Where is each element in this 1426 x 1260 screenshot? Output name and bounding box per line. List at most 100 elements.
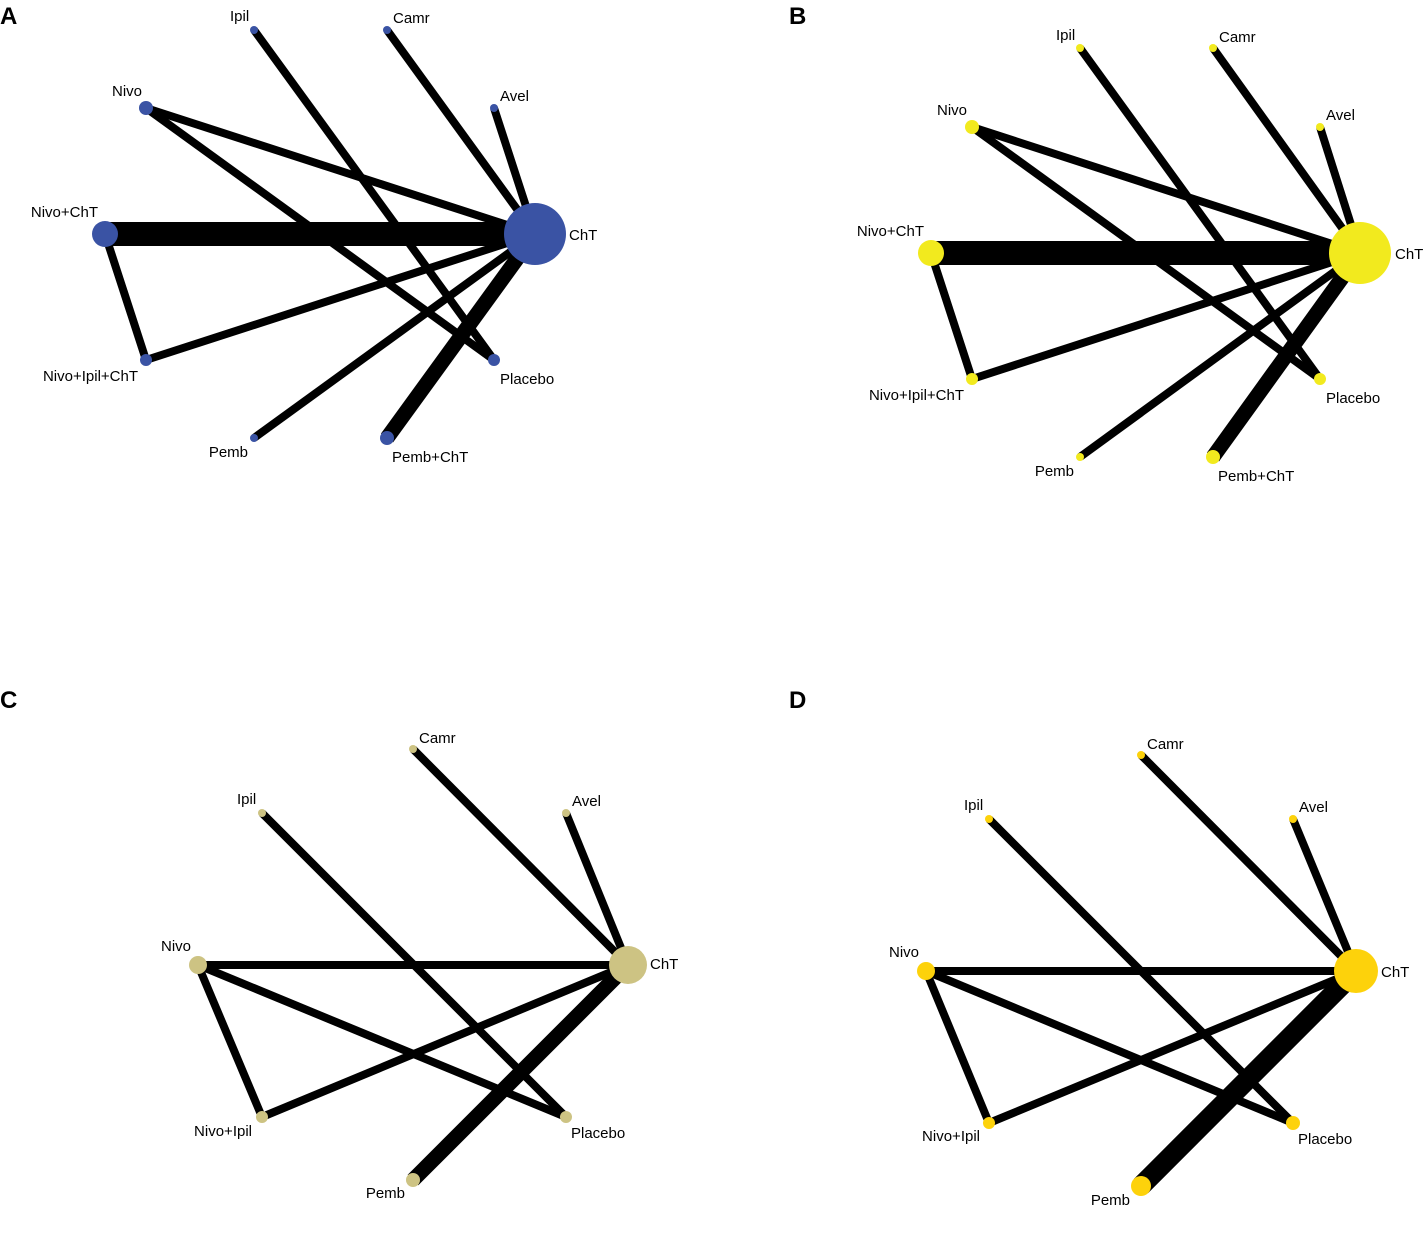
node-label-nivo: Nivo <box>161 938 191 955</box>
node-label-nivo: Nivo <box>112 83 142 100</box>
panel-letter: B <box>789 3 806 30</box>
node-ipil <box>258 809 266 817</box>
edge-nivoipil-to-cht <box>260 961 630 1121</box>
node-label-avel: Avel <box>500 88 529 105</box>
node-nivoipilcht <box>966 373 978 385</box>
node-pemb <box>406 1173 420 1187</box>
edge-camr-to-cht <box>410 746 631 968</box>
node-cht <box>1334 949 1378 993</box>
node-label-pemb: Pemb <box>1091 1192 1130 1209</box>
node-placebo <box>1314 373 1326 385</box>
node-label-placebo: Placebo <box>1326 390 1380 407</box>
node-label-ipil: Ipil <box>230 8 249 25</box>
edge-layer <box>101 27 542 443</box>
node-nivo <box>917 962 935 980</box>
node-label-cht: ChT <box>650 956 678 973</box>
node-nivo <box>189 956 207 974</box>
edge-pemb-to-cht <box>1077 249 1363 461</box>
node-nivocht <box>92 221 118 247</box>
node-label-nivo: Nivo <box>889 944 919 961</box>
node-pemb <box>250 434 258 442</box>
edge-camr-to-cht <box>1138 752 1359 974</box>
edge-camr-to-cht <box>1209 45 1364 256</box>
node-label-nivoipil: Nivo+Ipil <box>194 1123 252 1140</box>
node-nivoipil <box>256 1111 268 1123</box>
edge-pembcht-to-cht <box>1206 248 1367 462</box>
node-label-nivocht: Nivo+ChT <box>857 223 924 240</box>
node-pembcht <box>1206 450 1220 464</box>
node-label-nivocht: Nivo+ChT <box>31 204 98 221</box>
node-label-cht: ChT <box>1395 246 1423 263</box>
node-ipil <box>1076 44 1084 52</box>
edge-nivo-to-cht <box>970 123 1362 257</box>
node-camr <box>409 745 417 753</box>
node-label-pembcht: Pemb+ChT <box>392 449 468 466</box>
edge-layer <box>194 746 634 1186</box>
node-label-placebo: Placebo <box>500 371 554 388</box>
node-label-ipil: Ipil <box>1056 27 1075 44</box>
edge-nivoipil-to-cht <box>987 967 1358 1127</box>
node-label-avel: Avel <box>572 793 601 810</box>
edge-avel-to-cht <box>1289 817 1360 973</box>
panel-letter: D <box>789 687 806 714</box>
node-label-avel: Avel <box>1299 799 1328 816</box>
node-label-avel: Avel <box>1326 107 1355 124</box>
node-label-cht: ChT <box>1381 964 1409 981</box>
edge-nivoipilcht-to-cht <box>144 230 537 364</box>
edge-avel-to-cht <box>562 811 632 967</box>
node-label-pemb: Pemb <box>209 444 248 461</box>
edge-pemb-to-cht <box>407 959 634 1186</box>
node-label-nivoipilcht: Nivo+Ipil+ChT <box>869 387 964 404</box>
edge-ipil-to-placebo <box>1076 45 1324 382</box>
node-nivo <box>965 120 979 134</box>
node-avel <box>490 104 498 112</box>
node-label-ipil: Ipil <box>237 791 256 808</box>
node-avel <box>562 809 570 817</box>
node-camr <box>383 26 391 34</box>
node-label-ipil: Ipil <box>964 797 983 814</box>
node-label-camr: Camr <box>419 730 456 747</box>
node-avel <box>1289 815 1297 823</box>
node-nivo <box>139 101 153 115</box>
node-pemb <box>1131 1176 1151 1196</box>
node-nivocht <box>918 240 944 266</box>
edge-camr-to-cht <box>383 27 539 237</box>
node-label-cht: ChT <box>569 227 597 244</box>
edge-ipil-to-placebo <box>250 27 498 363</box>
node-label-pembcht: Pemb+ChT <box>1218 468 1294 485</box>
node-pemb <box>1076 453 1084 461</box>
node-label-placebo: Placebo <box>1298 1131 1352 1148</box>
node-camr <box>1209 44 1217 52</box>
node-label-nivoipilcht: Nivo+Ipil+ChT <box>43 368 138 385</box>
edge-pembcht-to-cht <box>380 229 542 443</box>
node-label-pemb: Pemb <box>366 1185 405 1202</box>
node-placebo <box>560 1111 572 1123</box>
panel-letter: A <box>0 3 17 30</box>
node-nivoipil <box>983 1117 995 1129</box>
node-label-placebo: Placebo <box>571 1125 625 1142</box>
edge-pemb-to-cht <box>251 230 538 442</box>
node-nivoipilcht <box>140 354 152 366</box>
node-camr <box>1137 751 1145 759</box>
node-label-nivo: Nivo <box>937 102 967 119</box>
node-label-camr: Camr <box>1147 736 1184 753</box>
edge-nivo-to-cht <box>144 104 537 238</box>
node-placebo <box>1286 1116 1300 1130</box>
edge-pemb-to-cht <box>1133 963 1364 1194</box>
edge-layer <box>922 752 1364 1194</box>
node-avel <box>1316 123 1324 131</box>
panel-letter: C <box>0 687 17 714</box>
node-cht <box>504 203 566 265</box>
edge-nivoipilcht-to-cht <box>970 249 1362 383</box>
node-pembcht <box>380 431 394 445</box>
node-cht <box>1329 222 1391 284</box>
